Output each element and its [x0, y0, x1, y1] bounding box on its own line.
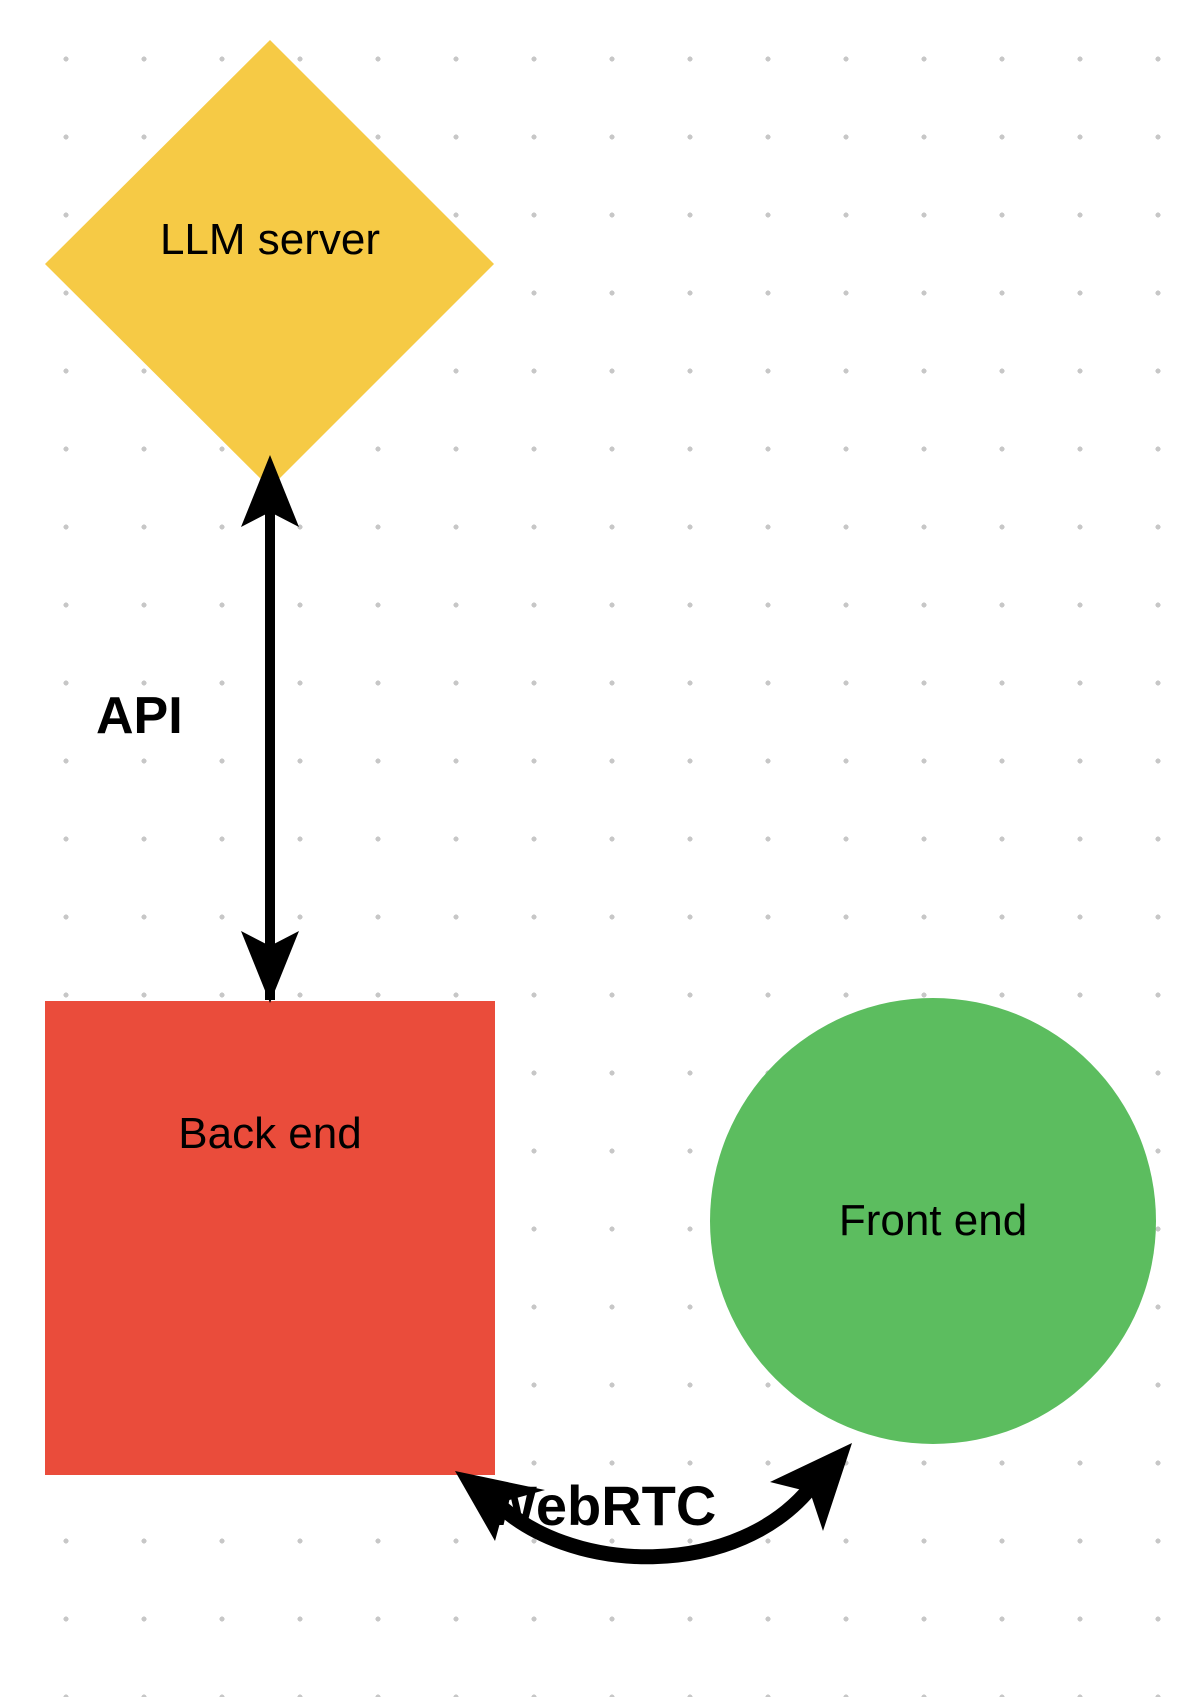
webrtc-edge-label: WebRTC [484, 1474, 717, 1537]
back-end-node[interactable] [45, 1001, 495, 1475]
front-end-node[interactable] [710, 998, 1156, 1444]
api-edge-label: API [96, 687, 183, 745]
api-connector[interactable] [241, 455, 299, 1003]
llm-server-node[interactable] [45, 40, 494, 488]
webrtc-connector[interactable] [455, 1443, 852, 1565]
